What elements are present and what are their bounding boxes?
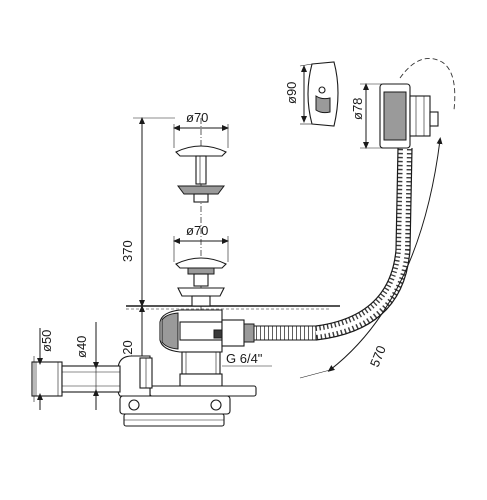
bath-rim-outline: [399, 58, 456, 111]
thread-dimension: G 6/4": [222, 351, 272, 367]
label-thread: G 6/4": [226, 351, 263, 366]
label-370: 370: [120, 240, 135, 262]
label-overflow-ring-dia: ø78: [350, 98, 365, 120]
dimension-570: 570: [299, 137, 443, 379]
dimension-370: 370: [120, 117, 175, 307]
dimension-dia-40: ø40: [74, 322, 99, 410]
label-top-drain-dia: ø70: [186, 110, 208, 125]
hose-connector: [221, 319, 317, 347]
dimension-dia-78: ø78: [350, 83, 382, 149]
dimension-dia-50: ø50: [37, 328, 54, 410]
outlet-pipe: [31, 356, 121, 402]
label-570: 570: [367, 343, 389, 369]
drain-body: [159, 309, 225, 375]
top-drain-plug: ø70: [173, 110, 229, 203]
flexible-hose: [315, 147, 413, 341]
overflow-unit: [379, 83, 439, 149]
label-outlet-40: ø40: [74, 336, 89, 358]
label-outlet-50: ø50: [39, 330, 54, 352]
label-mid-drain-dia: ø70: [186, 223, 208, 238]
trap-assembly: [116, 355, 257, 427]
middle-drain-plug: ø70: [173, 223, 229, 307]
overflow-cap: ø90: [284, 61, 339, 127]
label-overflow-cap-dia: ø90: [284, 82, 299, 104]
